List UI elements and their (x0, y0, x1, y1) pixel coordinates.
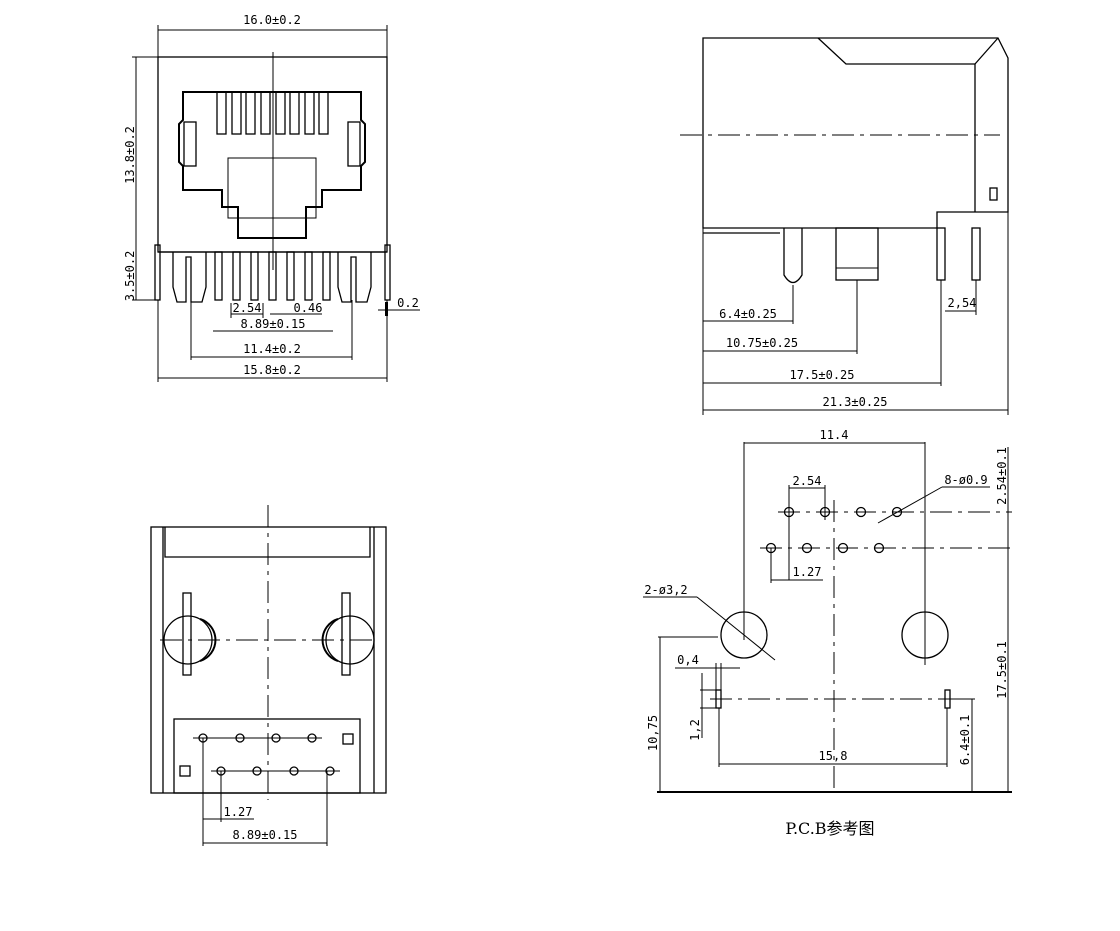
pcb-caption: P.C.B参考图 (785, 819, 874, 838)
dim-row-offset: 1.27 (224, 805, 253, 819)
side-view: 6.4±0.25 10.75±0.25 17.5±0.25 21.3±0.25 … (680, 37, 1009, 415)
dim-length: 21.3±0.25 (822, 395, 887, 409)
dim-shield-width: 0,4 (677, 653, 699, 667)
contact-slots (216, 91, 329, 135)
dim-post-span: 11.4 (820, 428, 849, 442)
dim-shield-span: 15,8 (819, 749, 848, 763)
dim-pcb-row-offset: 1.27 (793, 565, 822, 579)
pcb-layout: 11.4 2.54 1.27 8-ø0.9 2.54±0.1 17.5±0.1 … (643, 428, 1012, 838)
dim-width-top: 16.0±0.2 (243, 13, 301, 27)
dim-height-pins: 3.5±0.2 (123, 251, 137, 302)
label-post-holes: 2-ø3,2 (644, 583, 687, 597)
dim-total-depth: 17.5±0.1 (995, 641, 1009, 699)
dim-height-body: 13.8±0.2 (123, 126, 137, 184)
dim-peg: 6.4±0.25 (719, 307, 777, 321)
dim-bottom-pin-span: 8.89±0.15 (232, 828, 297, 842)
dim-pin-span: 8.89±0.15 (240, 317, 305, 331)
dim-shield-pin-span: 11.4±0.2 (243, 342, 301, 356)
dim-shield-offset: 6.4±0.1 (958, 715, 972, 766)
dim-pin-width: 0.46 (294, 301, 323, 315)
dim-pins: 17.5±0.25 (789, 368, 854, 382)
front-view: 16.0±0.2 13.8±0.2 3.5±0.2 2.54 0.46 8.89… (123, 13, 420, 382)
dim-row-spacing: 2.54±0.1 (995, 447, 1009, 505)
label-pin-holes: 8-ø0.9 (944, 473, 987, 487)
dim-post: 10.75±0.25 (726, 336, 798, 350)
front-pins (154, 244, 391, 303)
dim-post-offset: 10,75 (646, 715, 660, 751)
dim-pin-pitch-side: 2,54 (948, 296, 977, 310)
bottom-pins (193, 733, 340, 776)
dim-pin-pitch: 2.54 (233, 301, 262, 315)
dim-width-bottom: 15.8±0.2 (243, 363, 301, 377)
dim-shell-thickness: 0.2 (397, 296, 419, 310)
dim-pcb-pin-pitch: 2.54 (793, 474, 822, 488)
bottom-view: 1.27 8.89±0.15 (150, 505, 387, 846)
dim-shield-length: 1,2 (688, 719, 702, 741)
